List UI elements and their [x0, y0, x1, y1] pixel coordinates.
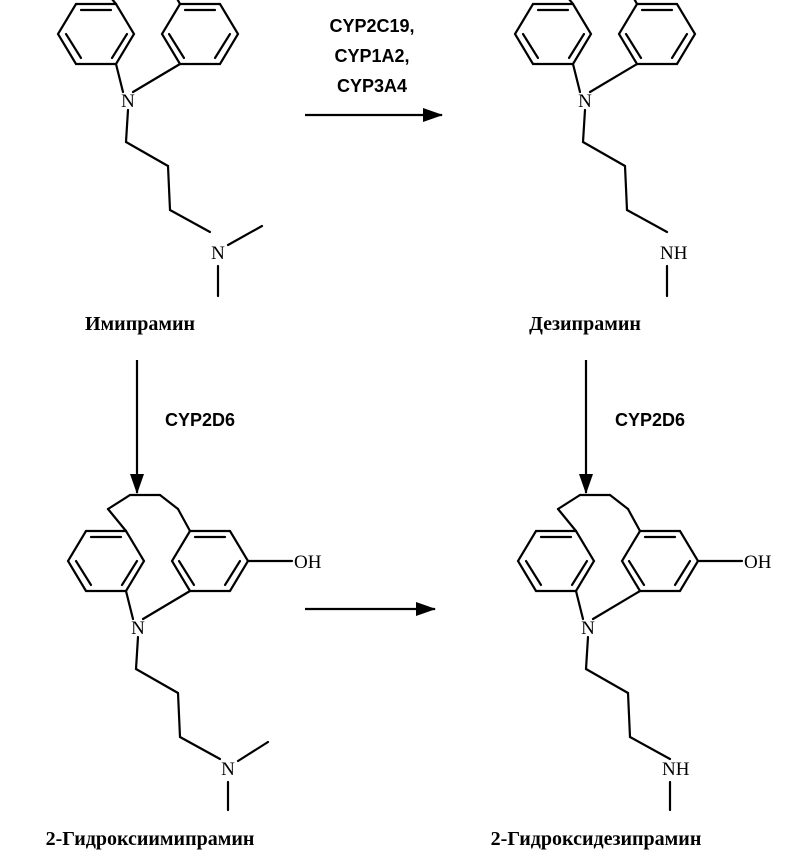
hydroxydesipramine-ring-n: N: [581, 618, 595, 639]
hydroxydesipramine-label: 2-Гидроксидезипрамин: [491, 828, 702, 850]
imipramine-amine-n: N: [211, 243, 225, 264]
enzyme-right: CYP2D6: [615, 410, 685, 430]
enzyme-top-1: CYP2C19,: [329, 16, 414, 36]
hydroxyimipramine-label: 2-Гидроксиимипрамин: [46, 828, 255, 850]
desipramine-structure: N NH Дезипрамин: [513, 0, 697, 335]
enzyme-top-2: CYP1A2,: [334, 46, 409, 66]
imipramine-label: Имипрамин: [85, 313, 195, 335]
enzyme-left: CYP2D6: [165, 410, 235, 430]
hydroxyimipramine-structure: N N OH 2-Гидроксиимипрамин: [46, 493, 322, 850]
imipramine-structure: N N Имипрамин: [56, 0, 264, 335]
hydroxydesipramine-amine-nh: NH: [662, 759, 690, 780]
desipramine-ring-n: N: [578, 91, 592, 112]
hydroxydesipramine-structure: N NH OH 2-Гидроксидезипрамин: [491, 493, 772, 850]
hydroxydesipramine-oh: OH: [744, 552, 772, 573]
hydroxyimipramine-amine-n: N: [221, 759, 235, 780]
desipramine-amine-nh: NH: [660, 243, 688, 264]
imipramine-ring-n: N: [121, 91, 135, 112]
hydroxyimipramine-oh: OH: [294, 552, 322, 573]
desipramine-label: Дезипрамин: [529, 313, 641, 335]
hydroxyimipramine-ring-n: N: [131, 618, 145, 639]
enzyme-top-3: CYP3A4: [337, 76, 407, 96]
